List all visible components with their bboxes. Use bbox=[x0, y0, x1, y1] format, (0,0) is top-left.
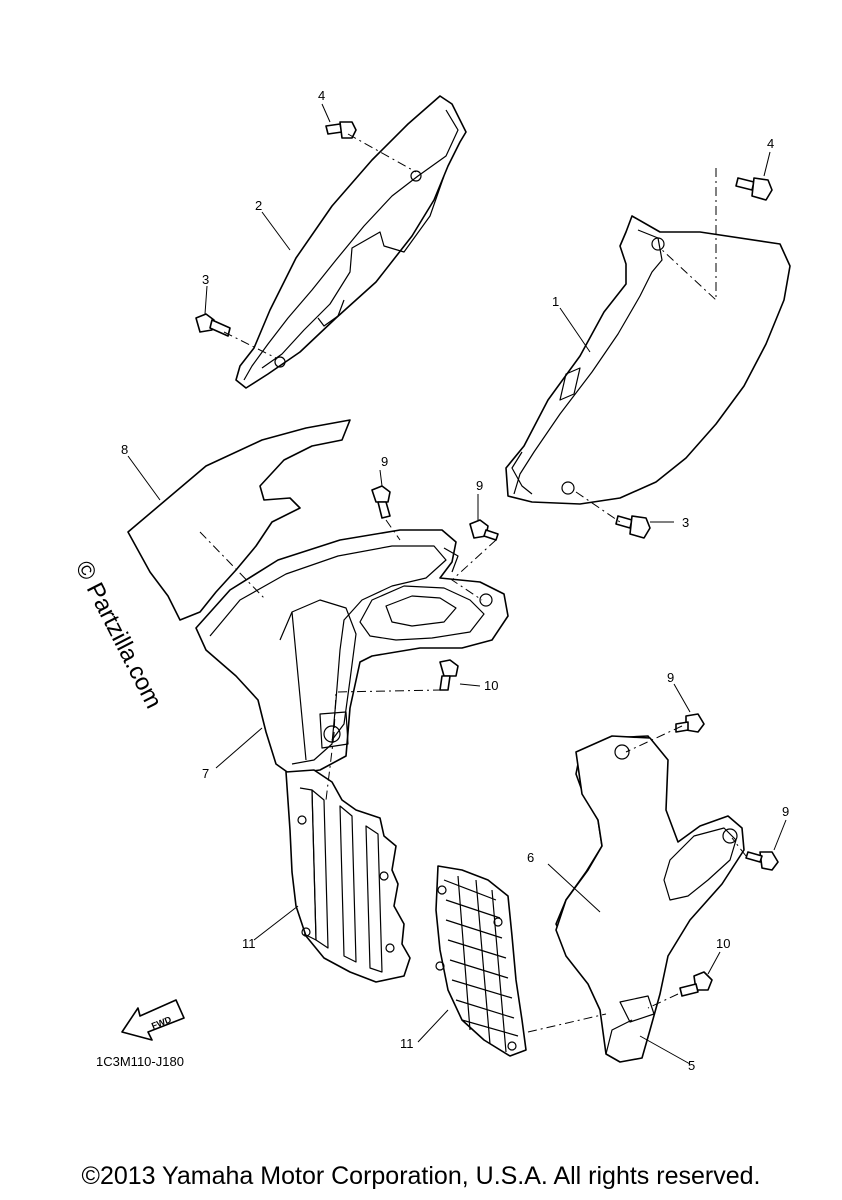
callout-5: 5 bbox=[688, 1058, 695, 1073]
callout-11-left: 11 bbox=[242, 936, 256, 951]
diagram-code: 1C3M110-J180 bbox=[96, 1054, 184, 1069]
bolt-10-a bbox=[439, 659, 459, 691]
part-8-decal bbox=[127, 419, 351, 621]
callout-7: 7 bbox=[202, 766, 209, 781]
bolt-9-d bbox=[745, 851, 779, 871]
bolt-9-a bbox=[371, 485, 391, 519]
callout-3-left: 3 bbox=[202, 272, 209, 287]
bolt-10-b bbox=[679, 971, 713, 997]
bolt-3-right bbox=[615, 515, 651, 539]
bolt-9-c bbox=[675, 713, 705, 733]
fwd-arrow-icon: FWD bbox=[121, 999, 185, 1041]
callout-4-top-left: 4 bbox=[318, 88, 325, 103]
callout-10-a: 10 bbox=[484, 678, 498, 693]
bolt-9-b bbox=[469, 519, 499, 541]
part-5-radiator-cover bbox=[555, 735, 745, 1063]
callout-9-d: 9 bbox=[782, 804, 789, 819]
alignment-lines bbox=[199, 133, 747, 1033]
bolt-4-top-right bbox=[735, 177, 773, 201]
callout-1: 1 bbox=[552, 294, 559, 309]
callout-labels: 4 4 2 3 1 8 9 9 3 10 9 7 9 6 11 10 11 5 bbox=[121, 88, 789, 1073]
bolt-4-top-left bbox=[325, 121, 357, 139]
callout-8: 8 bbox=[121, 442, 128, 457]
copyright-notice: ©2013 Yamaha Motor Corporation, U.S.A. A… bbox=[81, 1162, 761, 1190]
part-2-side-cover-bracket bbox=[235, 95, 467, 389]
callout-2: 2 bbox=[255, 198, 262, 213]
callout-4-top-right: 4 bbox=[767, 136, 774, 151]
part-7-radiator-shroud bbox=[195, 529, 509, 775]
callout-6: 6 bbox=[527, 850, 534, 865]
bolt-3-left bbox=[195, 313, 231, 337]
leader-lines bbox=[127, 103, 787, 1065]
callout-11-right: 11 bbox=[400, 1036, 414, 1051]
part-11-louver-left bbox=[285, 769, 411, 983]
callout-9-c: 9 bbox=[667, 670, 674, 685]
callout-9-b: 9 bbox=[476, 478, 483, 493]
callout-10-b: 10 bbox=[716, 936, 730, 951]
callout-3-right: 3 bbox=[682, 515, 689, 530]
part-11-louver-right bbox=[435, 865, 527, 1057]
part-1-side-cover bbox=[505, 215, 791, 505]
callout-9-a: 9 bbox=[381, 454, 388, 469]
